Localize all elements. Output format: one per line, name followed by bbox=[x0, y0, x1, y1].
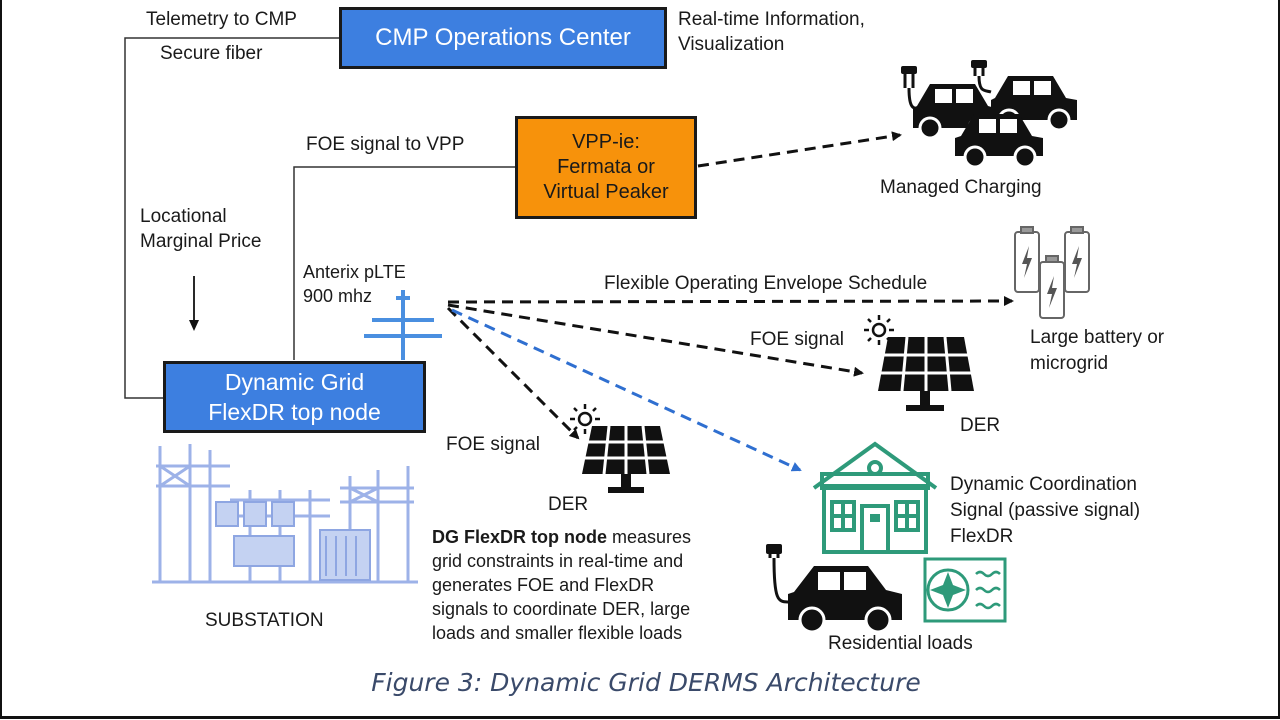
lmp-label-2: Marginal Price bbox=[140, 231, 262, 252]
solar-panel-icon bbox=[582, 425, 670, 493]
description-line4: signals to coordinate DER, large bbox=[432, 599, 691, 619]
description-bold: DG FlexDR top node bbox=[432, 527, 607, 547]
dcs-label-2: Signal (passive signal) bbox=[950, 500, 1141, 521]
lmp-label-1: Locational bbox=[140, 206, 227, 227]
figure-caption: Figure 3: Dynamic Grid DERMS Architectur… bbox=[371, 668, 921, 697]
dcs-label-1: Dynamic Coordination bbox=[950, 474, 1137, 495]
managed-charging-label: Managed Charging bbox=[880, 177, 1042, 198]
dg-box-line1: Dynamic Grid bbox=[224, 369, 365, 395]
realtime-label-2: Visualization bbox=[678, 34, 785, 55]
arrow-foe-der-right bbox=[447, 303, 864, 377]
telemetry-label: Telemetry to CMP bbox=[146, 9, 297, 30]
battery-icon bbox=[1014, 226, 1090, 319]
realtime-label-1: Real-time Information, bbox=[678, 9, 865, 30]
description-line1: measures bbox=[607, 527, 692, 547]
foe-to-vpp-label: FOE signal to VPP bbox=[306, 134, 465, 155]
arrow-flexdr-house bbox=[451, 308, 802, 472]
ev-cars-icon bbox=[901, 60, 1077, 168]
foe-schedule-label: Flexible Operating Envelope Schedule bbox=[604, 273, 928, 294]
vpp-box: VPP-ie: Fermata or Virtual Peaker bbox=[515, 116, 697, 219]
dynamic-grid-box: Dynamic Grid FlexDR top node bbox=[163, 361, 426, 433]
foe-signal-left-label: FOE signal bbox=[446, 434, 540, 455]
telemetry-line bbox=[124, 37, 340, 399]
battery-label-1: Large battery or bbox=[1030, 327, 1165, 348]
antenna-label-2: 900 mhz bbox=[303, 286, 373, 306]
house-icon bbox=[812, 441, 938, 554]
secure-fiber-label: Secure fiber bbox=[160, 43, 263, 64]
dcs-label-3: FlexDR bbox=[950, 526, 1014, 547]
vpp-line bbox=[293, 166, 516, 360]
solar-panel-icon bbox=[878, 336, 974, 411]
dg-box-line2: FlexDR top node bbox=[208, 399, 381, 425]
down-arrow-icon bbox=[189, 276, 199, 331]
description-line2: grid constraints in real-time and bbox=[432, 551, 684, 571]
battery-label-2: microgrid bbox=[1030, 353, 1109, 374]
car-plug-icon bbox=[766, 544, 902, 632]
antenna-label-1: Anterix pLTE bbox=[303, 262, 406, 282]
heat-pump-icon bbox=[923, 557, 1007, 623]
description-text: DG FlexDR top node measures grid constra… bbox=[432, 525, 762, 645]
residential-label: Residential loads bbox=[828, 633, 973, 654]
vpp-box-line3: Virtual Peaker bbox=[543, 181, 669, 203]
foe-signal-right-label: FOE signal bbox=[750, 329, 844, 350]
substation-icon bbox=[152, 444, 418, 584]
vpp-box-line1: VPP-ie: bbox=[572, 131, 640, 153]
arrow-foe-schedule bbox=[447, 296, 1014, 307]
der-left-label: DER bbox=[548, 494, 589, 515]
description-line3: generates FOE and FlexDR bbox=[432, 575, 655, 595]
arrow-vpp-to-charging bbox=[697, 131, 902, 168]
der-right-label: DER bbox=[960, 415, 1001, 436]
arrow-foe-der-left bbox=[446, 306, 580, 440]
vpp-box-line2: Fermata or bbox=[557, 156, 655, 178]
cmp-operations-box: CMP Operations Center bbox=[339, 7, 667, 69]
substation-label: SUBSTATION bbox=[205, 610, 324, 631]
cmp-box-label: CMP Operations Center bbox=[375, 24, 631, 51]
antenna-tower-icon bbox=[364, 290, 442, 360]
description-line5: loads and smaller flexible loads bbox=[432, 623, 683, 643]
